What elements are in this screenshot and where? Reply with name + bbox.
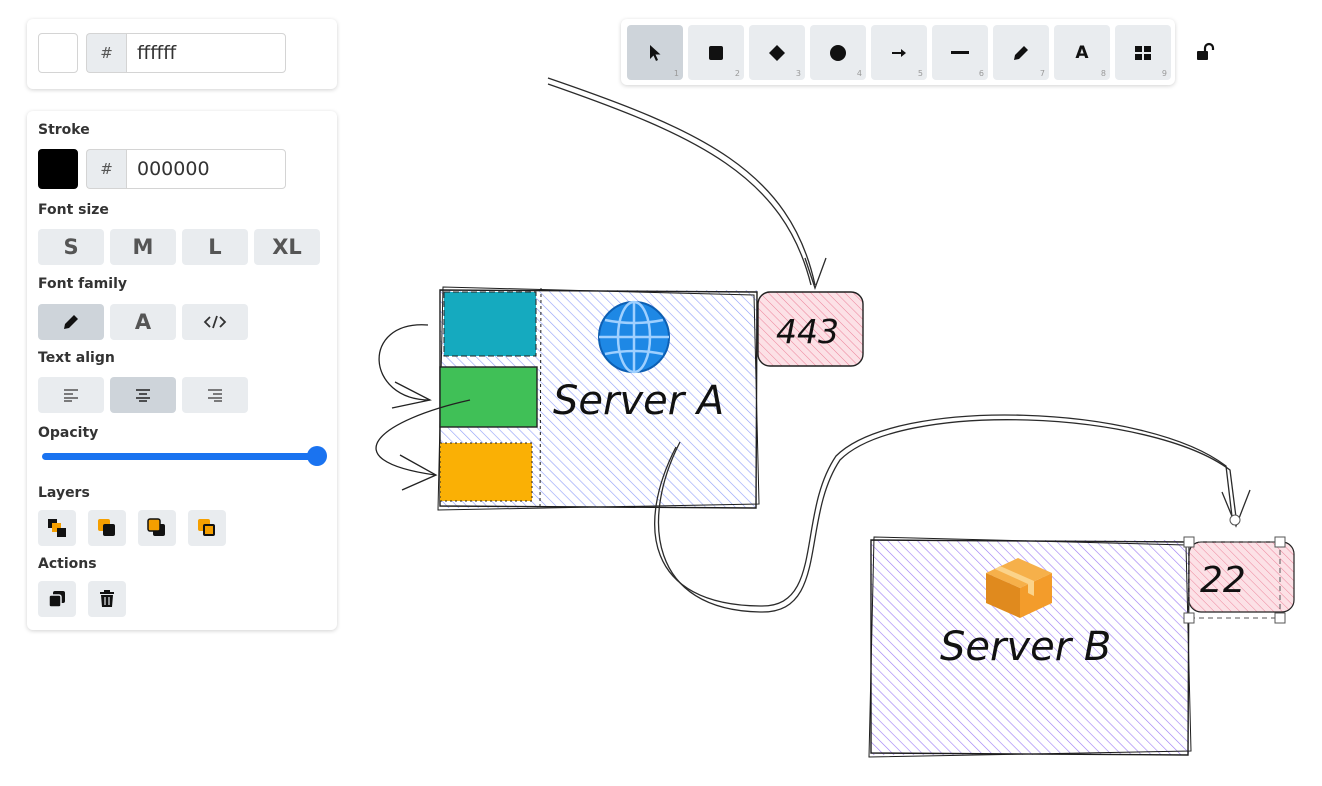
bring-forward-button[interactable]	[138, 510, 176, 546]
opacity-label: Opacity	[38, 425, 99, 441]
font-family-label: Font family	[38, 276, 127, 292]
font-family-hand-button[interactable]	[38, 304, 104, 340]
align-left-button[interactable]	[38, 377, 104, 413]
port-22-label: 22	[1200, 560, 1246, 601]
text-tool[interactable]: A 8	[1054, 25, 1110, 80]
stroke-swatch[interactable]	[38, 149, 78, 189]
font-size-m-button[interactable]: M	[110, 229, 176, 265]
duplicate-button[interactable]	[38, 581, 76, 617]
port-443-box[interactable]	[757, 291, 864, 367]
send-to-back-button[interactable]	[38, 510, 76, 546]
text-icon: A	[1075, 42, 1089, 63]
stroke-hex-input[interactable]	[126, 149, 286, 189]
port-443-label: 443	[776, 312, 839, 351]
actions-label: Actions	[38, 556, 97, 572]
globe-icon	[598, 300, 670, 374]
library-tool[interactable]: 9	[1115, 25, 1171, 80]
font-family-normal-button[interactable]: A	[110, 304, 176, 340]
teal-block[interactable]	[443, 291, 537, 357]
bring-to-front-button[interactable]	[188, 510, 226, 546]
font-size-l-button[interactable]: L	[182, 229, 248, 265]
font-size-s-button[interactable]: S	[38, 229, 104, 265]
port-22-box[interactable]	[1188, 541, 1295, 619]
align-right-icon	[208, 389, 222, 402]
font-family-code-button[interactable]	[182, 304, 248, 340]
orange-block[interactable]	[439, 442, 533, 502]
arrow-tool[interactable]: 5	[871, 25, 927, 80]
font-size-label: Font size	[38, 202, 109, 218]
diamond-icon	[769, 44, 785, 61]
layers-label: Layers	[38, 485, 90, 501]
properties-panel: Stroke # Font size S M L XL Font family …	[27, 111, 337, 630]
selection-handles[interactable]	[1183, 514, 1286, 624]
line-icon	[951, 50, 969, 54]
text-align-label: Text align	[38, 350, 115, 366]
server-a-label: Server A	[553, 378, 724, 424]
ellipse-tool[interactable]: 4	[810, 25, 866, 80]
square-icon	[709, 45, 723, 60]
align-right-button[interactable]	[182, 377, 248, 413]
opacity-slider-track[interactable]	[42, 453, 317, 460]
green-block[interactable]	[439, 366, 538, 428]
unlock-icon[interactable]	[1195, 42, 1215, 62]
align-left-icon	[64, 389, 78, 402]
rectangle-tool[interactable]: 2	[688, 25, 744, 80]
circle-icon	[830, 44, 846, 61]
send-backward-icon	[98, 519, 115, 536]
bring-forward-icon	[147, 518, 165, 536]
stroke-hex-prefix: #	[86, 149, 126, 189]
align-center-button[interactable]	[110, 377, 176, 413]
line-tool[interactable]: 6	[932, 25, 988, 80]
background-color-panel: #	[27, 19, 337, 89]
background-hex-prefix: #	[86, 33, 126, 73]
background-hex-input[interactable]	[126, 33, 286, 73]
delete-icon	[100, 590, 114, 607]
pencil-icon	[64, 315, 78, 329]
opacity-slider-thumb[interactable]	[307, 446, 327, 466]
grid-icon	[1135, 45, 1151, 60]
arrow-icon	[892, 48, 906, 57]
server-b-label: Server B	[940, 624, 1111, 670]
diamond-tool[interactable]: 3	[749, 25, 805, 80]
draw-tool[interactable]: 7	[993, 25, 1049, 80]
code-icon	[203, 315, 227, 329]
arrow-to-443[interactable]	[547, 77, 827, 290]
pencil-icon	[1014, 45, 1028, 60]
send-backward-button[interactable]	[88, 510, 126, 546]
package-icon	[986, 558, 1052, 618]
cursor-icon	[650, 44, 661, 61]
stroke-label: Stroke	[38, 122, 90, 138]
arrow-to-22[interactable]	[654, 414, 1251, 613]
background-swatch[interactable]	[38, 33, 78, 73]
toolbar: 1 2 3 4 5 6 7 A 8	[621, 19, 1175, 85]
bring-to-front-icon	[198, 519, 215, 536]
loop-arrows[interactable]	[375, 324, 471, 491]
send-to-back-icon	[48, 519, 66, 537]
align-center-icon	[136, 389, 150, 402]
font-size-xl-button[interactable]: XL	[254, 229, 320, 265]
delete-button[interactable]	[88, 581, 126, 617]
duplicate-icon	[48, 591, 65, 608]
selection-tool[interactable]: 1	[627, 25, 683, 80]
